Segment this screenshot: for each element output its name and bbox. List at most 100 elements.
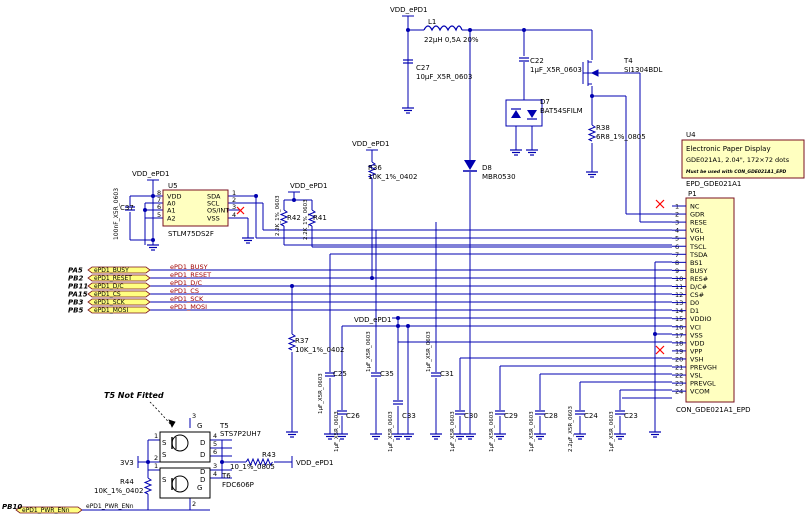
u5-ref: U5 (168, 182, 178, 190)
port-label: ePD1_CS (94, 291, 121, 298)
c23-ref: C23 (624, 412, 638, 420)
t6-num-3: 3 (213, 462, 217, 470)
t6-num-4: 4 (213, 470, 217, 478)
p1-pin-name: VCI (690, 323, 701, 331)
port-label: ePD1_RESET (94, 275, 132, 282)
u4-line3: Must be used with CON_GDE021A1_EPD (686, 169, 787, 175)
u5-pin-left: A0 (167, 200, 176, 208)
t6-value: FDC606P (222, 481, 254, 489)
c24-ref: C24 (584, 412, 598, 420)
vdd-caps-label: VDD_ePD1 (354, 316, 391, 324)
r41-value: 2.2K_1%_0603 (303, 199, 309, 240)
t5-not-fitted-arrow (149, 401, 176, 428)
t5-value: STS7P2UH7 (220, 430, 261, 438)
t5-num-6: 6 (213, 448, 217, 456)
u5-value: STLM75DS2F (168, 230, 214, 238)
u5-pinnum-left: 6 (157, 203, 161, 211)
c35-ref: C35 (380, 370, 394, 378)
p1-pin-name: VGH (690, 235, 704, 243)
t6-num-1: 1 (154, 462, 158, 470)
pwr-en-port (15, 506, 148, 514)
wires (129, 16, 672, 511)
c25-ref: C25 (333, 370, 347, 378)
net-label: ePD1_SCK (170, 295, 204, 303)
mosfet-t4 (582, 60, 599, 86)
connector-p1-body (685, 197, 735, 403)
c26-value: 1µF_X5R_0603 (334, 411, 340, 452)
r37-value: 10K_1%_0402 (295, 346, 344, 354)
u5-pin-right: VSS (207, 215, 220, 223)
vdd-top-label: VDD_ePD1 (390, 6, 427, 14)
p1-pin-name: D0 (690, 299, 699, 307)
no-connect-marks (236, 199, 665, 355)
port-pin: PB5 (68, 307, 83, 315)
c30-value: 1µF_X5R_0603 (450, 411, 456, 452)
port-label: ePD1_D/C (94, 283, 124, 290)
u5-pinnum-right: 1 (232, 189, 236, 197)
p1-pin-name: PREVGH (690, 364, 717, 372)
p1-pin-name: BS1 (690, 259, 703, 267)
u5-pin-left: A1 (167, 207, 176, 215)
c37-ref: C37 (120, 204, 134, 212)
pwr-en-net-label: ePD1_PWR_ENn (86, 503, 134, 510)
u5-pin-right: SDA (207, 193, 221, 201)
t5-pin-s2: S (162, 451, 167, 459)
ground-symbols (146, 107, 662, 440)
c31-ref: C31 (440, 370, 454, 378)
vdd-out-label: VDD_ePD1 (296, 459, 333, 467)
u4-ref: U4 (686, 131, 696, 139)
r41-ref: R41 (313, 214, 327, 222)
connector-p1-pins: NC1GDR2RESE3VGL4VGH5TSCL6TSDA7BS18BUSY9R… (672, 203, 717, 396)
port-flag (87, 298, 151, 306)
u5-pin-right: SCL (207, 200, 220, 208)
r38-value: 6R8_1%_0805 (596, 133, 646, 141)
p1-pin-name: TSDA (689, 251, 708, 259)
t6-pin-g: G (197, 484, 202, 492)
net-label: ePD1_MOSI (170, 303, 207, 311)
u5-pin-left: A2 (167, 215, 176, 223)
port-label: ePD1_MOSI (94, 307, 128, 314)
epd-note-box (681, 139, 805, 179)
u5-pinnum-right: 4 (232, 211, 236, 219)
port-pin: PA15 (68, 291, 88, 299)
port-label: ePD1_BUSY (94, 267, 129, 274)
u5-pinnum-left: 5 (157, 211, 161, 219)
t5-pin-g: G (197, 422, 202, 430)
p1-pin-name: D1 (690, 307, 699, 315)
port-pin: PB3 (68, 299, 83, 307)
c27-ref: C27 (416, 64, 430, 72)
u4-value: EPD_GDE021A1 (686, 180, 741, 188)
u5-pinnum-left: 7 (157, 196, 161, 204)
ic-u5-body (162, 189, 229, 227)
net-label: ePD1_BUSY (170, 263, 208, 271)
c29-value: 1µF_X5R_0603 (489, 411, 495, 452)
t5-pin-s1: S (162, 439, 167, 447)
p1-pin-name: VGL (690, 227, 703, 235)
diode-d8 (463, 160, 477, 172)
vdd-u5-label: VDD_ePD1 (132, 170, 169, 178)
p1-pin-name: VPP (690, 347, 702, 355)
t5-pin-d2: D (200, 451, 205, 459)
r37-ref: R37 (295, 337, 309, 345)
p1-pin-name: VSL (690, 372, 703, 380)
p1-pin-name: VSH (690, 355, 704, 363)
mosfet-t6-body (159, 467, 211, 499)
p1-pin-name: VDDIO (690, 315, 712, 323)
vdd-r36-label: VDD_ePD1 (352, 140, 389, 148)
port-pin: PB11 (68, 283, 88, 291)
p1-pin-name: VSS (690, 331, 703, 339)
u5-pin-left: VDD (167, 193, 181, 201)
t6-num-2: 2 (192, 500, 196, 508)
u5-pinnum-right: 2 (232, 196, 236, 204)
c23-value: 1µF_X5R_0603 (609, 411, 615, 452)
port-pin: PB2 (68, 275, 83, 283)
c22-ref: C22 (530, 57, 544, 65)
r43-value: 10_1%_0805 (230, 463, 275, 471)
p1-pin-name: GDR (690, 211, 705, 219)
net-label: ePD1_RESET (170, 271, 211, 279)
u5-pinnum-right: 3 (232, 203, 236, 211)
t4-ref: T4 (623, 57, 633, 65)
l1-ref: L1 (428, 18, 436, 26)
